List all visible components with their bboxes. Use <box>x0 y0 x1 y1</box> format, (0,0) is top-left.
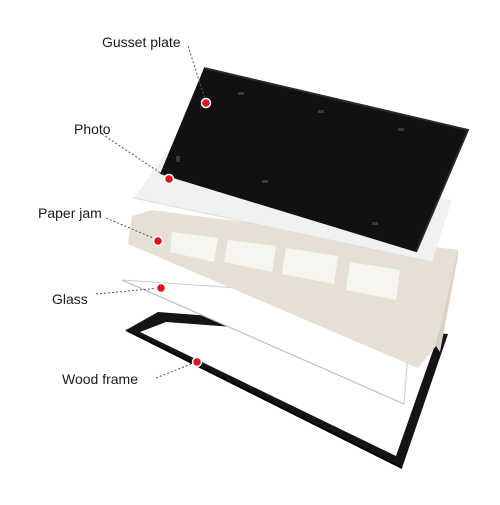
gusset-clip-1 <box>238 92 244 95</box>
glass-edge <box>121 279 405 405</box>
leader-line-photo <box>101 133 169 179</box>
paper-jam-window-3 <box>282 248 338 284</box>
gusset-clip-6 <box>176 156 180 162</box>
label-photo: Photo <box>74 121 111 137</box>
label-paper-jam: Paper jam <box>38 205 102 221</box>
gusset-clip-2 <box>318 110 324 113</box>
leader-line-glass <box>95 287 161 295</box>
gusset-plate-rim <box>203 67 470 253</box>
marker-gusset-plate <box>200 97 212 109</box>
gusset-clip-5 <box>372 222 378 225</box>
marker-photo <box>163 173 175 185</box>
leader-line-wood <box>155 361 197 379</box>
marker-wood-frame <box>191 356 203 368</box>
paper-jam-window-2 <box>224 240 276 272</box>
leader-line-gusset <box>187 45 207 103</box>
marker-glass <box>155 282 167 294</box>
gusset-clip-4 <box>262 180 268 183</box>
marker-paper-jam <box>152 235 164 247</box>
label-glass: Glass <box>52 291 88 307</box>
label-gusset-plate: Gusset plate <box>102 34 181 50</box>
paper-jam-window-1 <box>170 232 218 262</box>
photo-edge <box>133 197 433 263</box>
markers <box>152 97 212 368</box>
gusset-plate <box>160 67 470 253</box>
gusset-clip-3 <box>398 128 404 131</box>
label-wood-frame: Wood frame <box>62 371 138 387</box>
gusset-plate-board <box>160 68 468 252</box>
wood-frame-edge <box>125 329 403 469</box>
paper-jam-window-4 <box>346 262 400 300</box>
leader-lines <box>95 45 207 379</box>
leader-line-paper <box>105 217 159 241</box>
paper-jam-shade <box>436 250 458 352</box>
